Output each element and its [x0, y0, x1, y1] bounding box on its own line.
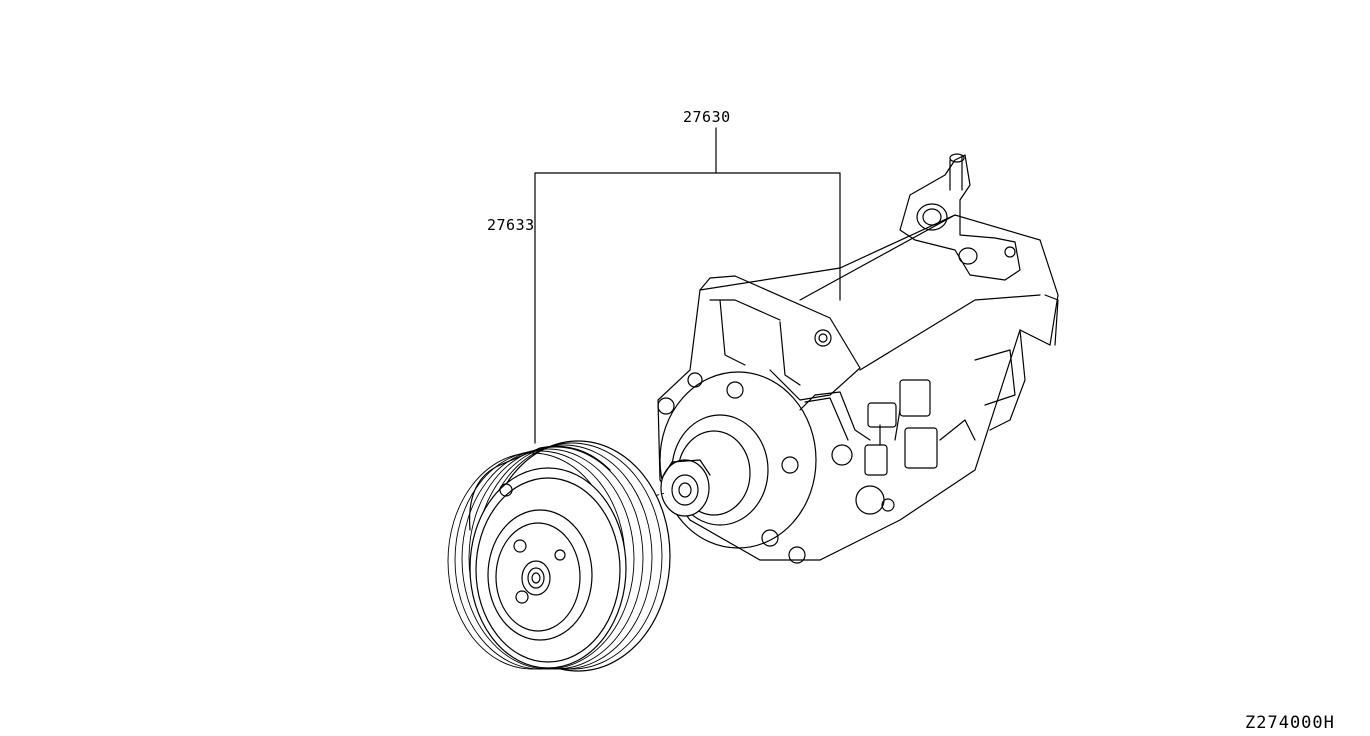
diagram-code: Z274000H: [1245, 713, 1335, 733]
callout-27630: 27630: [683, 108, 731, 126]
callout-27633: 27633: [487, 216, 535, 234]
clutch-pulley-icon[interactable]: [447, 440, 671, 672]
leader-lines: [534, 127, 841, 444]
ac-compressor-icon[interactable]: [657, 153, 1059, 564]
